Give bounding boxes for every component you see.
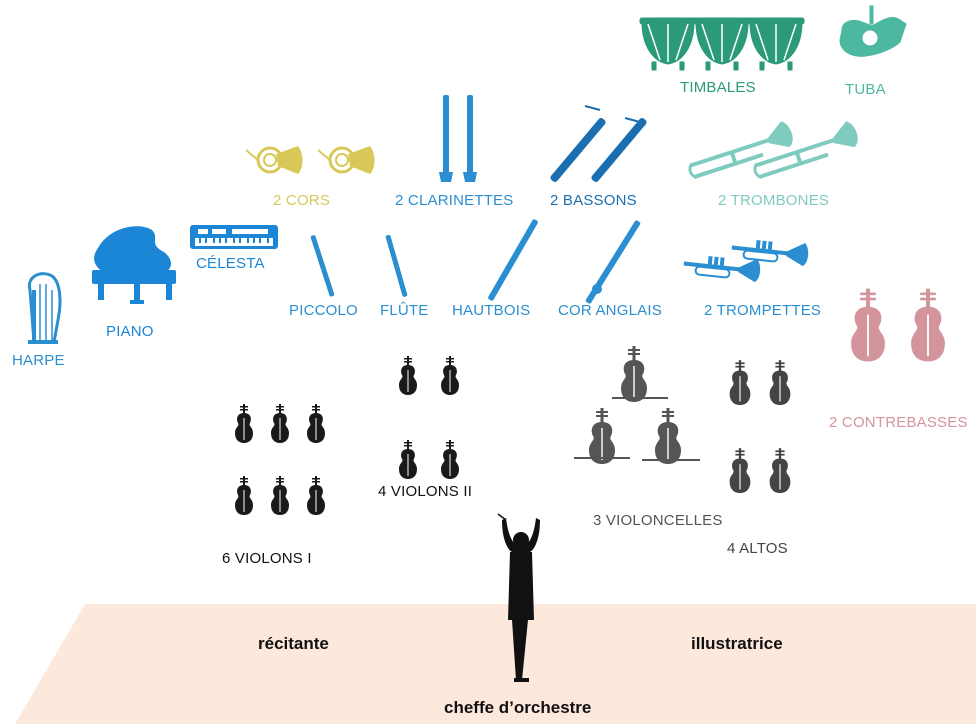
label-violons-2: 4 VIOLONS II — [378, 483, 473, 500]
viola-icon — [729, 360, 791, 493]
label-bassons: 2 BASSONS — [550, 192, 637, 209]
label-trompettes: 2 TROMPETTES — [704, 302, 822, 319]
timpani-icon — [639, 17, 805, 71]
harp-icon — [27, 272, 62, 344]
label-cheffe: cheffe d’orchestre — [444, 698, 592, 717]
horn-icon — [244, 144, 376, 176]
clarinet-icon — [439, 95, 477, 182]
piano-icon — [92, 226, 176, 304]
conductor-icon — [497, 513, 540, 682]
label-trombones: 2 TROMBONES — [718, 192, 830, 209]
trumpet-icon — [682, 235, 810, 283]
label-altos: 4 ALTOS — [727, 540, 788, 557]
label-violons-1: 6 VIOLONS I — [222, 550, 312, 567]
label-recitante: récitante — [258, 634, 329, 653]
label-piano: PIANO — [106, 323, 154, 340]
label-illustratrice: illustratrice — [691, 634, 783, 653]
label-harpe: HARPE — [12, 352, 65, 369]
celesta-icon — [190, 225, 278, 249]
label-contrebasses: 2 CONTREBASSES — [829, 414, 968, 431]
trombone-icon — [682, 118, 862, 181]
label-hautbois: HAUTBOIS — [452, 302, 531, 319]
label-flute: FLÛTE — [380, 302, 429, 319]
label-clarinettes: 2 CLARINETTES — [395, 192, 514, 209]
piccolo-icon — [310, 235, 335, 297]
label-piccolo: PICCOLO — [289, 302, 358, 319]
label-cors: 2 CORS — [273, 192, 331, 209]
violin-icon — [399, 356, 459, 479]
english-horn-icon — [585, 220, 641, 304]
bassoon-icon — [550, 105, 647, 182]
cello-icon — [574, 346, 700, 464]
label-cor-anglais: COR ANGLAIS — [558, 302, 662, 319]
violin-icon — [235, 404, 325, 515]
double-bass-icon — [851, 288, 945, 362]
label-tuba: TUBA — [845, 81, 886, 98]
label-celesta: CÉLESTA — [196, 255, 265, 272]
label-violoncelles: 3 VIOLONCELLES — [593, 512, 723, 529]
flute-icon — [385, 234, 408, 297]
tuba-icon — [839, 5, 907, 57]
label-timbales: TIMBALES — [680, 79, 756, 96]
oboe-icon — [488, 219, 538, 301]
